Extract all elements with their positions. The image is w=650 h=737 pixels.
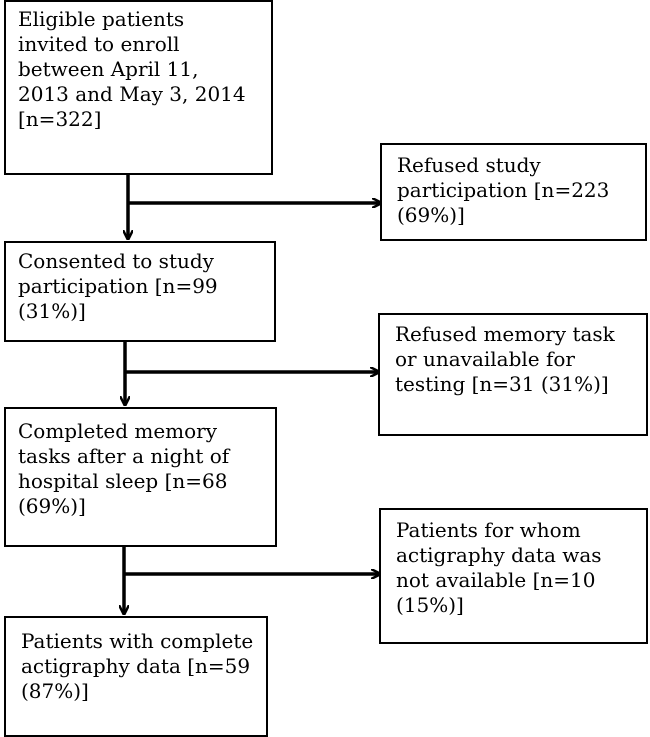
step-box-complete-actigraphy: Patients with complete actigraphy data [… xyxy=(4,616,268,737)
step-box-completed-memory: Completed memory tasks after a night of … xyxy=(4,407,277,547)
step-box-consented: Consented to study participation [n=99 (… xyxy=(4,241,276,342)
exclusion-box-refused-study: Refused study participation [n=223 (69%)… xyxy=(380,143,647,241)
exclusion-box-no-actigraphy: Patients for whom actigraphy data was no… xyxy=(379,508,648,644)
exclusion-box-refused-memory: Refused memory task or unavailable for t… xyxy=(378,313,648,436)
step-box-eligible-patients: Eligible patients invited to enroll betw… xyxy=(4,0,273,175)
